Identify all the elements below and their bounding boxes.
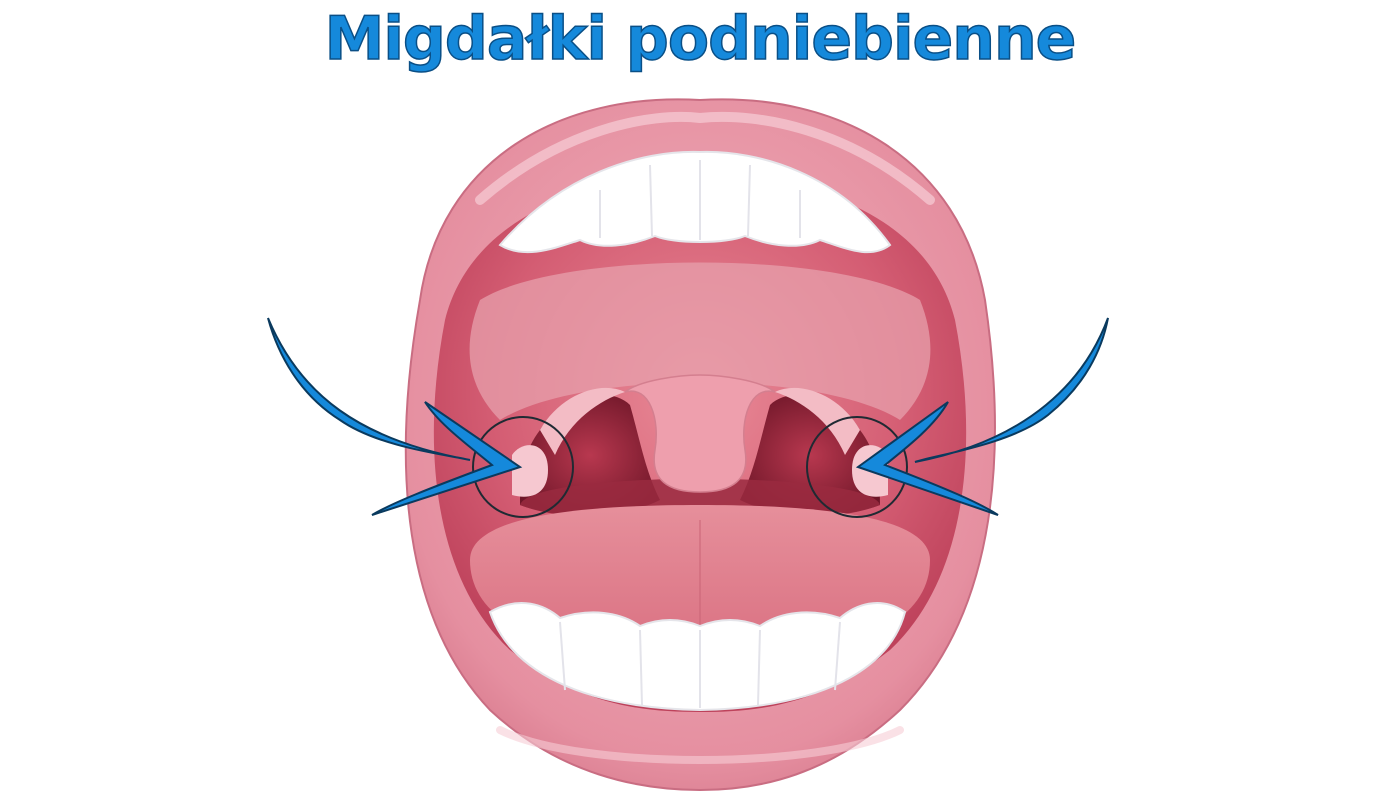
curved-arrow-left-icon — [855, 317, 1109, 516]
right-tonsil-marker — [806, 416, 908, 518]
lower-teeth — [488, 602, 907, 712]
palate — [469, 262, 931, 420]
left-tonsil-marker — [472, 416, 574, 518]
palatal-arches — [540, 387, 860, 455]
uvula — [624, 374, 776, 493]
curved-arrow-right-icon — [267, 317, 523, 516]
upper-teeth — [498, 150, 892, 254]
diagram-title: Migdałki podniebienne — [324, 3, 1077, 75]
